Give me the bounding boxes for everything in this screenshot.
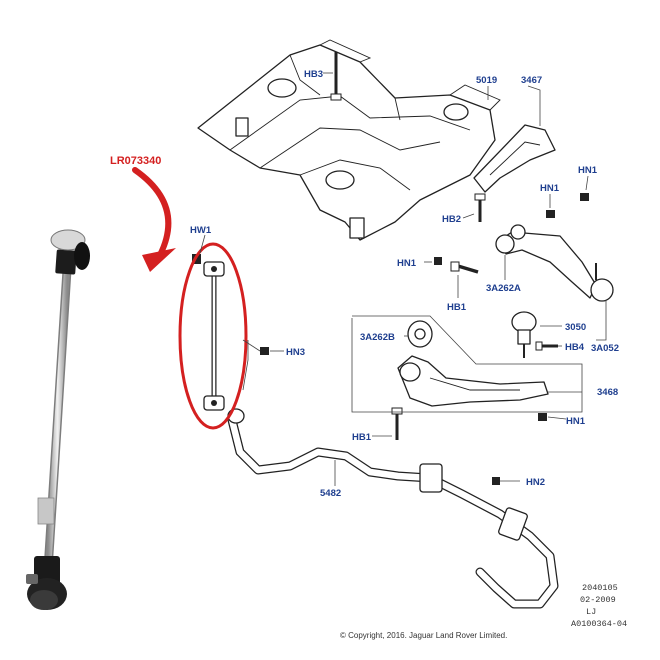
callout-hn3: HN3 [286, 347, 305, 358]
bolt-hb4 [535, 341, 558, 351]
callout-hb3: HB3 [304, 69, 323, 80]
stabilizer-link-drawing [192, 254, 225, 411]
bolt-hb2 [474, 193, 486, 222]
callout-hn1-left: HN1 [397, 258, 417, 269]
nut-hn1-top [580, 193, 589, 201]
upper-control-arm-3a052 [495, 224, 614, 302]
callout-hn1-bottom: HN1 [566, 416, 586, 427]
highlight-arrow-head [142, 248, 176, 272]
bolt-hb3 [330, 52, 342, 101]
callout-5482: 5482 [320, 488, 341, 499]
ball-joint-3050 [511, 311, 537, 358]
footer-date: 02-2009 [580, 595, 616, 605]
anti-roll-bar-5482 [227, 408, 559, 609]
callout-3468: 3468 [597, 387, 618, 398]
bolt-hb1-upper [450, 261, 479, 274]
lower-control-arm-3468 [397, 355, 549, 407]
bushing-3a262b [407, 320, 433, 348]
bracket-3467 [473, 124, 556, 193]
copyright-notice: © Copyright, 2016. Jaguar Land Rover Lim… [340, 631, 507, 640]
nut-hn3 [260, 347, 269, 355]
stabilizer-link-photo [26, 229, 90, 610]
footer-ref-number: 2040105 [582, 583, 618, 593]
callout-hn1-top: HN1 [578, 165, 598, 176]
callout-hn2: HN2 [526, 477, 545, 488]
highlight-part-number: LR073340 [110, 155, 161, 167]
bolt-hb1-lower [391, 407, 403, 440]
subframe [197, 39, 501, 241]
callout-hw1: HW1 [190, 225, 212, 236]
callout-3467: 3467 [521, 75, 542, 86]
callout-hn1-mid: HN1 [540, 183, 560, 194]
callout-hb4: HB4 [565, 342, 585, 353]
callout-hb2: HB2 [442, 214, 461, 225]
nut-hn1-mid [546, 210, 555, 218]
callout-5019: 5019 [476, 75, 497, 86]
footer-initials: LJ [586, 607, 596, 617]
highlight-arrow [132, 167, 172, 258]
nut-hn1-left [434, 257, 442, 265]
callout-hb1-upper: HB1 [447, 302, 467, 313]
highlight-ellipse [178, 242, 248, 430]
callout-3a052: 3A052 [591, 343, 619, 354]
callout-3050: 3050 [565, 322, 586, 333]
callout-lines [199, 72, 607, 486]
callout-hb1-lower: HB1 [352, 432, 372, 443]
callout-3a262b: 3A262B [360, 332, 395, 343]
footer-drawing-id: A0100364-04 [571, 619, 627, 629]
nut-hn1-bottom [538, 413, 547, 421]
nut-hn2 [492, 477, 500, 485]
callout-3a262a: 3A262A [486, 283, 521, 294]
